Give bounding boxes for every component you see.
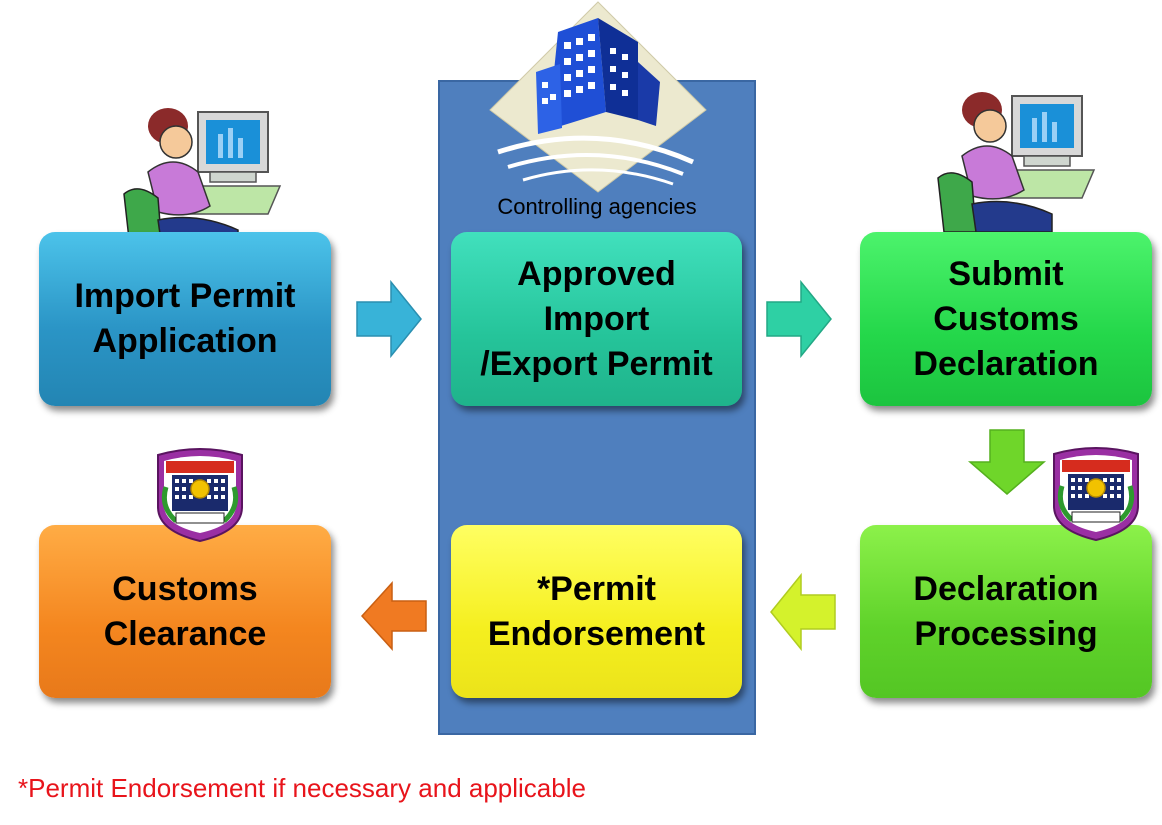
footnote: *Permit Endorsement if necessary and app… [18, 773, 586, 803]
office-building-icon [489, 1, 707, 193]
step-label: Declaration Processing [913, 569, 1099, 653]
step-approved-permit: Approved Import /Export Permit [451, 232, 742, 406]
step-permit-endorsement: *Permit Endorsement [451, 525, 742, 698]
arrow-left-icon [770, 572, 836, 652]
step-label: Import Permit Application [74, 277, 296, 360]
step-declaration-processing: Declaration Processing [860, 525, 1152, 698]
customs-emblem-icon [1053, 447, 1139, 542]
step-customs-clearance: Customs Clearance [39, 525, 331, 698]
arrow-right-icon [766, 279, 832, 359]
arrow-left-icon [360, 581, 427, 651]
step-import-permit-application: Import Permit Application [39, 232, 331, 406]
user-at-computer-icon [123, 108, 282, 249]
arrow-down-icon [967, 429, 1047, 495]
controlling-agencies-label: Controlling agencies [497, 194, 697, 219]
step-label: *Permit Endorsement [487, 569, 706, 653]
step-label: Customs Clearance [103, 569, 267, 653]
step-label: Approved Import /Export Permit [480, 254, 713, 383]
customs-emblem-icon [157, 448, 243, 543]
user-at-computer-icon [937, 92, 1096, 233]
step-label: Submit Customs Declaration [913, 254, 1099, 383]
step-submit-customs-declaration: Submit Customs Declaration [860, 232, 1152, 406]
arrow-right-icon [356, 279, 422, 359]
